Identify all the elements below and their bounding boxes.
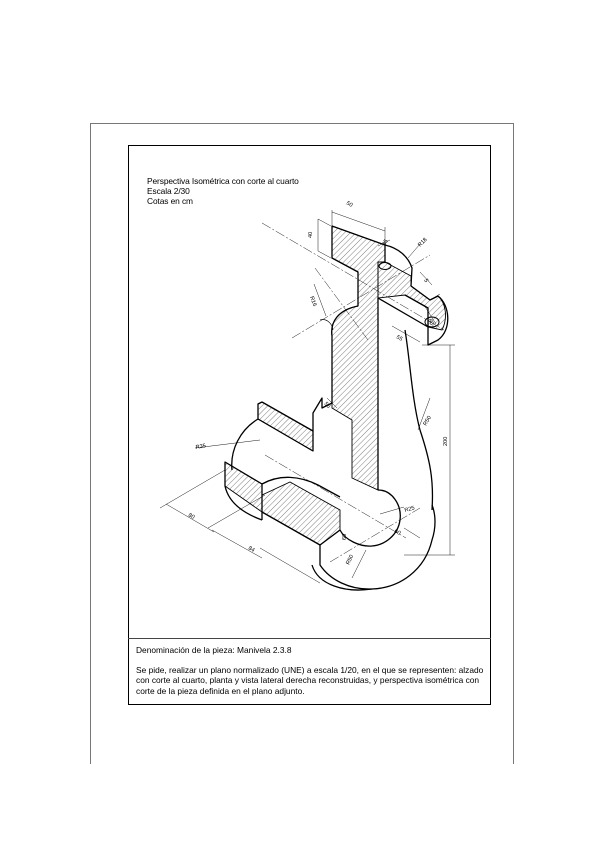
drawing-frame — [128, 145, 491, 705]
dim-r18: R18 — [417, 237, 429, 249]
dim-200: 200 — [443, 437, 449, 446]
dim-5: 5 — [422, 278, 429, 284]
dim-r35: R35 — [195, 443, 206, 451]
header-units: Cotas en cm — [147, 196, 193, 206]
title-divider — [128, 638, 491, 639]
dim-r50: R50 — [423, 415, 433, 427]
dim-r16: R16 — [308, 296, 317, 308]
exercise-statement: Se pide, realizar un plano normalizado (… — [136, 665, 484, 696]
dim-80: 80 — [187, 513, 195, 521]
dim-60b: 60 — [393, 529, 401, 537]
dimension-labels: 50 40 35 R18 R16 55 60 5 55 R35 R50 200 … — [187, 201, 449, 566]
part-denomination: Denominación de la pieza: Manivela 2.3.8 — [136, 645, 292, 655]
header-scale: Escala 2/30 — [147, 186, 190, 196]
dim-55b: 55 — [323, 401, 332, 410]
hole-details — [319, 262, 440, 331]
dim-r50b: R50 — [345, 554, 355, 566]
dim-40: 40 — [308, 232, 314, 238]
dim-r25: R25 — [404, 505, 415, 513]
dim-35: 35 — [382, 239, 390, 247]
dim-60a: 60 — [426, 318, 434, 326]
header-title: Perspectiva Isométrica con corte al cuar… — [147, 176, 299, 186]
section-hatching — [224, 225, 446, 546]
dim-60c: 60 — [342, 534, 348, 540]
dim-55: 55 — [395, 335, 403, 343]
dim-84: 84 — [247, 546, 255, 554]
dim-50: 50 — [345, 201, 353, 209]
sheet-border — [90, 123, 514, 764]
dimension-lines — [165, 211, 451, 579]
title-block: Denominación de la pieza: Manivela 2.3.8… — [136, 645, 486, 696]
